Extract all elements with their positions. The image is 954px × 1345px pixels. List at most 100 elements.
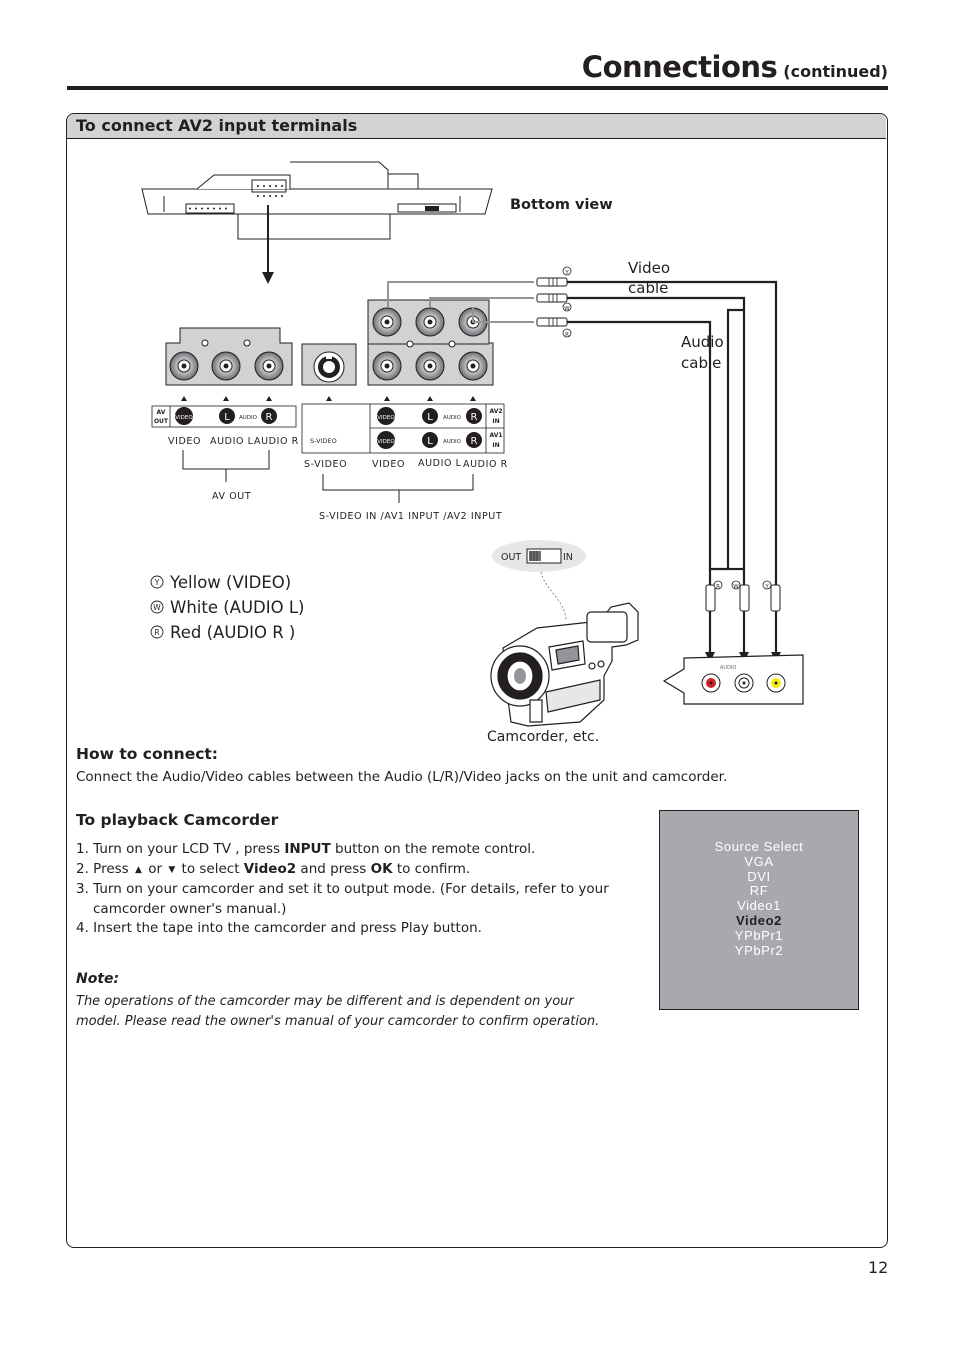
cam-plug-letter-r: R xyxy=(716,584,720,590)
source-item-ypbpr2[interactable]: YPbPr2 xyxy=(734,942,784,958)
arrow-down-icon xyxy=(262,205,274,284)
step-3: 3. Turn on your camcorder and set it to … xyxy=(76,881,609,898)
camcorder-drawing xyxy=(490,602,639,727)
label-right-audio-r: AUDIO R xyxy=(463,459,508,470)
source-list: Source Select VGA DVI RF Video1 Video2 Y… xyxy=(660,839,858,958)
badge-audio-av1: AUDIO xyxy=(443,439,462,445)
label-av-out: AV OUT xyxy=(212,491,251,502)
up-arrow-icon: ▲ xyxy=(135,864,142,875)
label-left-audio-l: AUDIO L xyxy=(210,436,254,447)
jack-pointers xyxy=(181,396,476,401)
source-item-dvi[interactable]: DVI xyxy=(747,868,771,884)
av-input-label-strip: S-VIDEO VIDEO L AUDIO R AV2 IN VIDEO L A… xyxy=(301,403,505,454)
step-2-select: to select xyxy=(177,860,244,877)
av2-in-badge-line2: IN xyxy=(492,418,499,425)
title-main: Connections xyxy=(581,50,778,84)
av1-in-badge-line1: AV1 xyxy=(489,432,502,439)
source-select-title: Source Select xyxy=(714,839,804,854)
badge-r-av2: R xyxy=(471,412,478,423)
step-2: 2. Press ▲ or ▼ to select Video2 and pre… xyxy=(76,860,636,881)
camcorder-jack-panel: AUDIO xyxy=(662,654,804,705)
how-to-connect-body: Connect the Audio/Video cables between t… xyxy=(76,769,728,785)
input-button-label: INPUT xyxy=(284,841,331,857)
step-1: 1. Turn on your LCD TV , press INPUT but… xyxy=(76,840,636,860)
note-line-2: model. Please read the owner's manual of… xyxy=(76,1014,600,1029)
av2-in-badge-line1: AV2 xyxy=(489,408,502,415)
source-item-rf[interactable]: RF xyxy=(749,883,769,899)
color-legend: Y Yellow (VIDEO) W White (AUDIO L) R Red… xyxy=(150,573,304,642)
section-heading-band xyxy=(67,114,886,139)
plug-letter-w: W xyxy=(564,306,570,312)
page-title: Connections (continued) xyxy=(582,50,888,84)
tv-bottom-view xyxy=(141,161,493,240)
legend-letter-y: Y xyxy=(154,578,160,587)
legend-yellow: Yellow (VIDEO) xyxy=(169,573,291,592)
section-box xyxy=(66,113,888,1248)
label-right-video: VIDEO xyxy=(372,459,405,470)
note-line-1: The operations of the camcorder may be d… xyxy=(76,994,574,1009)
connection-diagram: Bottom view xyxy=(141,161,804,745)
av-out-badge-line2: OUT xyxy=(154,418,169,425)
step-3-cont: camcorder owner's manual.) xyxy=(93,900,287,917)
source-select-menu: Source Select VGA DVI RF Video1 Video2 Y… xyxy=(659,810,859,1010)
video2-label: Video2 xyxy=(243,860,297,877)
source-item-video1[interactable]: Video1 xyxy=(737,898,781,914)
step-2-confirm: to confirm. xyxy=(392,860,471,877)
label-left-video: VIDEO xyxy=(168,436,201,447)
badge-video: VIDEO xyxy=(175,415,193,421)
step-2-press: and press xyxy=(296,860,371,877)
step-4: 4. Insert the tape into the camcorder an… xyxy=(76,920,482,937)
badge-s-video: S-VIDEO xyxy=(310,437,337,445)
step-2-text: 2. Press xyxy=(76,860,133,877)
legend-red: Red (AUDIO R ) xyxy=(170,623,295,642)
badge-l-av1: L xyxy=(427,436,433,447)
cam-panel-audio: AUDIO xyxy=(720,665,736,671)
badge-r: R xyxy=(266,412,273,423)
step-1-text-end: button on the remote control. xyxy=(330,841,536,857)
badge-video-av1: VIDEO xyxy=(377,439,395,445)
label-left-audio-r: AUDIO R xyxy=(254,436,299,447)
av-input-panel xyxy=(367,299,494,386)
audio-cable-line1: Audio xyxy=(681,333,724,351)
av-out-label-strip: AV OUT VIDEO L AUDIO R xyxy=(151,405,297,428)
cam-plug-letter-w: W xyxy=(733,584,739,590)
cable-routing xyxy=(387,281,534,323)
badge-l: L xyxy=(224,412,230,423)
s-video-panel xyxy=(301,343,357,386)
badge-l-av2: L xyxy=(427,412,433,423)
note-body: The operations of the camcorder may be d… xyxy=(76,992,600,1032)
bottom-view-label: Bottom view xyxy=(510,197,613,213)
label-right-audio-l: AUDIO L xyxy=(418,458,462,469)
video-cable-line1: Video xyxy=(628,259,670,277)
bottom-plugs: R W Y xyxy=(705,580,781,662)
page-number: 12 xyxy=(868,1258,889,1277)
legend-letter-r: R xyxy=(154,628,159,637)
label-right-s-video: S-VIDEO xyxy=(304,459,347,470)
step-1-text: 1. Turn on your LCD TV , press xyxy=(76,841,285,857)
group-brackets xyxy=(182,450,474,503)
down-arrow-icon: ▼ xyxy=(168,864,176,875)
playback-steps: 1. Turn on your LCD TV , press INPUT but… xyxy=(76,840,636,939)
step-2-or: or xyxy=(143,860,167,877)
badge-video-av2: VIDEO xyxy=(377,415,395,421)
audio-cable-line2: cable xyxy=(681,354,721,372)
switch-in: IN xyxy=(563,552,573,563)
title-continued: (continued) xyxy=(783,62,888,81)
plug-letter-r: R xyxy=(565,332,569,338)
section-heading: To connect AV2 input terminals xyxy=(76,116,358,135)
badge-audio-av2: AUDIO xyxy=(443,415,462,421)
legend-letter-w: W xyxy=(153,603,161,612)
cam-plug-letter-y: Y xyxy=(764,584,769,590)
source-item-vga[interactable]: VGA xyxy=(744,853,774,869)
note-heading: Note: xyxy=(76,971,120,987)
plug-letter-y: Y xyxy=(564,270,569,276)
camcorder-label: Camcorder, etc. xyxy=(487,729,599,745)
badge-r-av1: R xyxy=(471,436,478,447)
output-switch: OUT IN xyxy=(492,540,586,621)
av1-in-badge-line2: IN xyxy=(492,442,499,449)
source-item-video2[interactable]: Video2 xyxy=(736,912,782,928)
source-item-ypbpr1[interactable]: YPbPr1 xyxy=(734,927,784,943)
legend-white: White (AUDIO L) xyxy=(170,598,304,617)
video-cable-line2: cable xyxy=(628,279,668,297)
header-rule xyxy=(67,86,888,90)
